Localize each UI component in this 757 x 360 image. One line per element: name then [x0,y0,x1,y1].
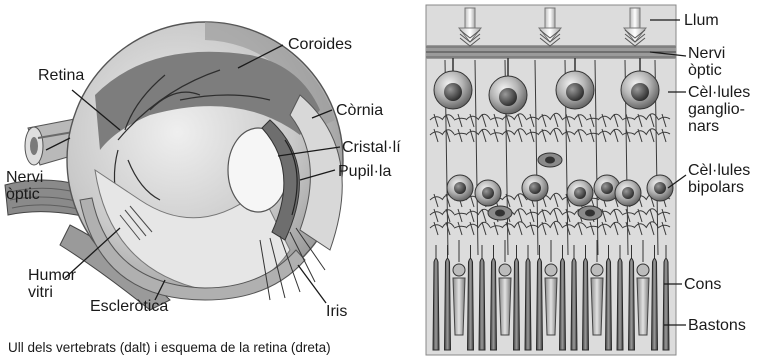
retina-illustration [426,5,676,355]
cone [637,278,649,335]
label-bipolar-line2: bipolars [688,179,744,196]
rod [663,259,669,351]
rod [606,259,612,351]
label-iris: Iris [326,303,347,320]
label-llum: Llum [684,12,719,29]
label-ganglion-line1: Cèl·lules [688,84,750,101]
rod [445,259,451,351]
label-nervi-optic-retina-line1: Nervi [688,45,725,62]
rod [433,259,439,351]
rod [652,259,658,351]
label-cornia: Còrnia [336,102,383,119]
label-humor-vitri-line2: vitri [28,284,53,301]
light-arrow [630,8,640,30]
rod [468,259,474,351]
rod [583,259,589,351]
cone [545,278,557,335]
rod [514,259,520,351]
figure-caption: Ull dels vertebrats (dalt) i esquema de … [8,340,331,355]
label-nervi-optic-eye-line2: òptic [6,186,40,203]
label-esclerotica: Escleròtica [90,298,168,315]
label-nervi-optic-retina-line2: òptic [688,62,722,79]
label-bipolar-line1: Cèl·lules [688,162,750,179]
label-ganglion-line3: nars [688,118,719,135]
rod [479,259,485,351]
cone [591,278,603,335]
rod [571,259,577,351]
rod [537,259,543,351]
rod [629,259,635,351]
rod [617,259,623,351]
rod [560,259,566,351]
light-arrow [545,8,555,30]
label-ganglion-line2: ganglio- [688,101,745,118]
label-cons: Cons [684,276,721,293]
label-cristalli: Cristal·lí [342,139,401,156]
cone [453,278,465,335]
label-humor-vitri-line1: Humor [28,267,77,284]
light-arrow [465,8,475,30]
label-nervi-optic-eye-line1: Nervi [6,169,43,186]
rod [491,259,497,351]
label-bastons: Bastons [688,317,746,334]
label-pupilla: Pupil·la [338,163,391,180]
label-retina: Retina [38,67,84,84]
label-coroides: Coroides [288,36,352,53]
cone [499,278,511,335]
rod [525,259,531,351]
